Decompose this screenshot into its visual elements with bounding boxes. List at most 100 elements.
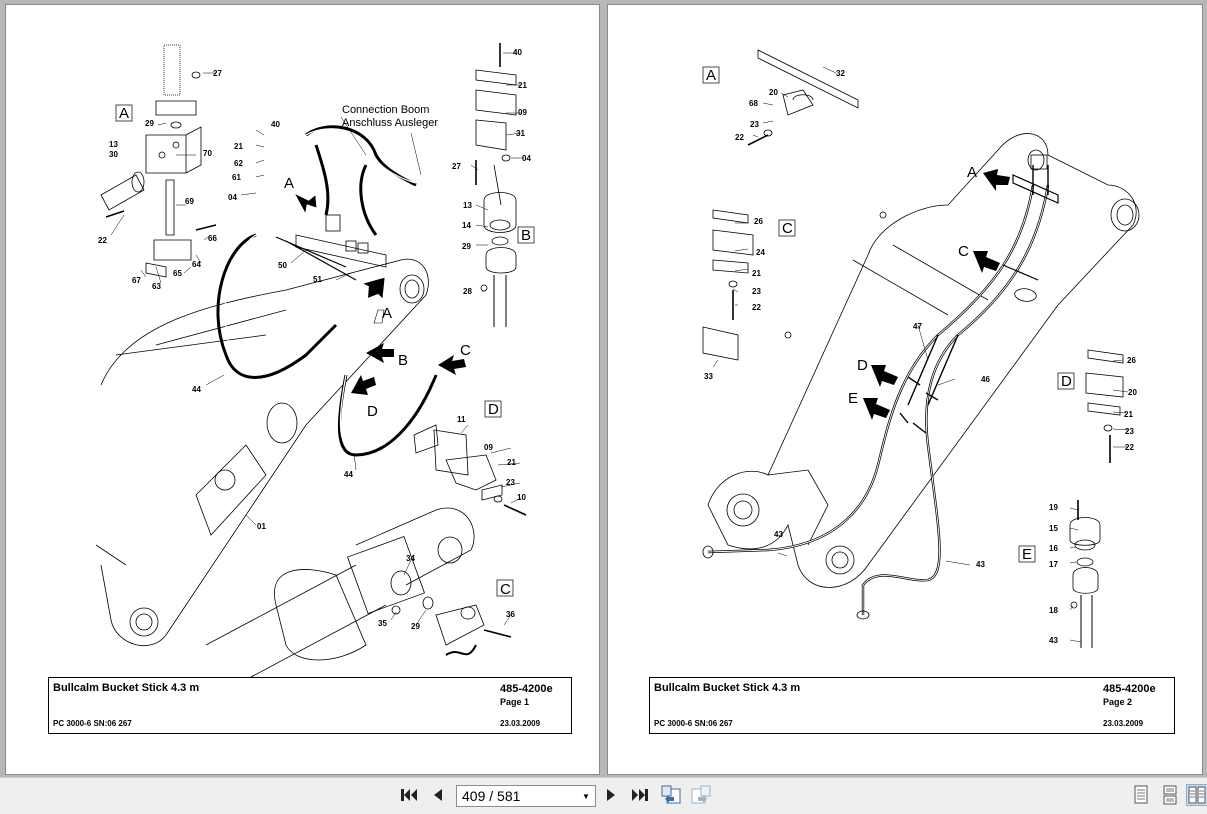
part-number: 69 [185, 197, 194, 206]
part-number: 24 [756, 248, 765, 257]
part-number: 23 [750, 120, 759, 129]
connection-note-de: Anschluss Ausleger [342, 117, 438, 129]
part-number: 29 [145, 119, 154, 128]
part-number: 16 [1049, 544, 1058, 553]
part-number: 22 [98, 236, 107, 245]
part-number: 01 [257, 522, 266, 531]
back-view-icon [661, 785, 681, 804]
part-number: 13 [109, 140, 118, 149]
forward-view-icon [691, 785, 711, 804]
prev-page-icon [434, 789, 442, 801]
parts-drawing-page-2 [702, 49, 1140, 648]
model-serial: PC 3000-6 SN:06 267 [53, 719, 132, 728]
part-number: 20 [1128, 388, 1137, 397]
page-dropdown-chevron-icon[interactable]: ▼ [582, 791, 590, 801]
arrow-label: A [967, 164, 977, 181]
part-number: 34 [406, 554, 415, 563]
go-forward-view-button[interactable] [690, 784, 712, 806]
part-number: 23 [1125, 427, 1134, 436]
previous-page-button[interactable] [427, 784, 449, 806]
document-page-1: Connection Boom Anschluss Ausleger A B C… [5, 4, 600, 775]
part-number: 29 [411, 622, 420, 631]
drawing-title: Bullcalm Bucket Stick 4.3 m [654, 682, 801, 694]
single-page-view-button[interactable] [1130, 784, 1152, 806]
document-page-2: A C D E A C D E 32 20 68 23 22 26 24 21 … [607, 4, 1203, 775]
part-number: 18 [1049, 606, 1058, 615]
part-number: 61 [232, 173, 241, 182]
part-number: 14 [462, 221, 471, 230]
page-label: Page 2 [1103, 697, 1133, 707]
part-number: 23 [506, 478, 515, 487]
part-number: 23 [752, 287, 761, 296]
detail-label: C [782, 220, 793, 237]
labels-page-2: A C D E A C D E 32 20 68 23 22 26 24 21 … [704, 67, 1137, 645]
page-number-input[interactable] [457, 786, 573, 806]
document-number: 485-4200e [1103, 683, 1156, 695]
detail-label: A [119, 105, 129, 122]
part-number: 40 [271, 120, 280, 129]
go-back-view-button[interactable] [660, 784, 682, 806]
last-page-icon [632, 789, 648, 801]
detail-label: B [521, 227, 531, 244]
part-number: 47 [913, 322, 922, 331]
page-selector[interactable]: ▼ [456, 785, 596, 807]
first-page-button[interactable] [398, 784, 420, 806]
part-number: 33 [704, 372, 713, 381]
part-number: 67 [132, 276, 141, 285]
part-number: 15 [1049, 524, 1058, 533]
part-number: 13 [463, 201, 472, 210]
arrow-label: E [848, 390, 858, 407]
detail-label: D [1061, 373, 1072, 390]
arrow-label: C [460, 342, 471, 359]
drawing-date: 23.03.2009 [1103, 719, 1144, 728]
part-number: 62 [234, 159, 243, 168]
part-number: 26 [754, 217, 763, 226]
part-number: 51 [313, 275, 322, 284]
part-number: 10 [517, 493, 526, 502]
part-number: 66 [208, 234, 217, 243]
two-page-view-button[interactable] [1186, 784, 1207, 806]
arrow-label: A [284, 175, 294, 192]
last-page-button[interactable] [629, 784, 651, 806]
part-number: 21 [507, 458, 516, 467]
part-number: 50 [278, 261, 287, 270]
part-number: 21 [518, 81, 527, 90]
arrow-label: D [857, 357, 868, 374]
part-number: 26 [1127, 356, 1136, 365]
part-number: 43 [774, 530, 783, 539]
part-number: 70 [203, 149, 212, 158]
part-number: 22 [735, 133, 744, 142]
part-number: 43 [976, 560, 985, 569]
part-number: 04 [522, 154, 531, 163]
part-number: 36 [506, 610, 515, 619]
part-number: 19 [1049, 503, 1058, 512]
detail-label: A [706, 67, 716, 84]
part-number: 40 [513, 48, 522, 57]
part-number: 44 [192, 385, 201, 394]
labels-page-1: Connection Boom Anschluss Ausleger A B C… [98, 48, 531, 631]
part-number: 30 [109, 150, 118, 159]
part-number: 21 [752, 269, 761, 278]
part-number: 43 [1049, 636, 1058, 645]
parts-drawing-page-1 [95, 43, 535, 686]
part-number: 31 [516, 129, 525, 138]
part-number: 04 [228, 193, 237, 202]
arrow-label: A [382, 305, 392, 322]
single-page-icon [1134, 785, 1148, 804]
part-number: 64 [192, 260, 201, 269]
part-number: 44 [344, 470, 353, 479]
part-number: 27 [213, 69, 222, 78]
part-number: 09 [484, 443, 493, 452]
part-number: 46 [981, 375, 990, 384]
continuous-view-button[interactable] [1159, 784, 1181, 806]
part-number: 09 [518, 108, 527, 117]
first-page-icon [401, 789, 417, 801]
next-page-button[interactable] [600, 784, 622, 806]
connection-note-en: Connection Boom [342, 104, 429, 116]
part-number: 63 [152, 282, 161, 291]
part-number: 17 [1049, 560, 1058, 569]
part-number: 21 [1124, 410, 1133, 419]
arrow-label: D [367, 403, 378, 420]
viewer-toolbar: ▼ [0, 777, 1207, 814]
part-number: 22 [1125, 443, 1134, 452]
